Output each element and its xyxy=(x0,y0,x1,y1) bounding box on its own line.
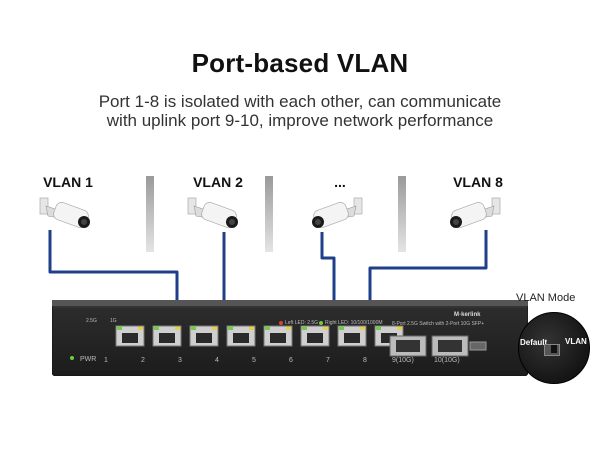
mode-default-label: Default xyxy=(520,338,548,347)
subtitle-line-1: Port 1-8 is isolated with each other, ca… xyxy=(98,92,502,111)
power-label: PWR xyxy=(80,356,97,363)
cable-vlan-ellipsis xyxy=(320,232,336,326)
rj45-ports xyxy=(115,325,404,347)
legend-right-text: Right LED: 10/100/1000M xyxy=(325,320,383,326)
port-label-6: 6 xyxy=(289,357,293,364)
page-subtitle: Port 1-8 is isolated with each other, ca… xyxy=(0,92,600,130)
security-camera-icon-1 xyxy=(39,197,90,228)
port-label-3: 3 xyxy=(178,357,182,364)
legend-right-led xyxy=(319,321,323,325)
security-camera-icon-4 xyxy=(450,197,501,228)
mode-switch-small xyxy=(469,341,487,351)
divider-1 xyxy=(146,176,154,252)
mode-vlan-label: VLAN xyxy=(565,337,587,346)
vlan-mode-title: VLAN Mode xyxy=(516,292,576,304)
port-label-1: 1 xyxy=(104,357,108,364)
security-camera-icon-2 xyxy=(187,197,238,228)
vlan-label-2: VLAN 2 xyxy=(193,174,243,190)
legend-left-text: Left LED: 2.5G xyxy=(285,320,319,326)
cable-vlan-1 xyxy=(48,230,179,326)
port-label-4: 4 xyxy=(215,357,219,364)
speed-1g-label: 1G xyxy=(110,318,117,324)
port-label-7: 7 xyxy=(326,357,330,364)
brand-logo: M◦kerlink xyxy=(454,312,481,318)
sfp-label-10: 10(10G) xyxy=(434,357,460,364)
divider-3 xyxy=(398,176,406,252)
speed-2-5g-label: 2.5G xyxy=(86,318,97,324)
port-label-5: 5 xyxy=(252,357,256,364)
port-leds xyxy=(117,327,402,330)
page-title: Port-based VLAN xyxy=(191,48,409,78)
power-led xyxy=(70,356,74,360)
sfp-ports xyxy=(389,335,469,357)
divider-2 xyxy=(265,176,273,252)
vlan-label-1: VLAN 1 xyxy=(43,174,93,190)
subtitle-line-2: with uplink port 9-10, improve network p… xyxy=(106,111,494,130)
model-text: 8-Port 2.5G Switch with 2-Port 10G SFP+ xyxy=(392,321,485,327)
legend-left-led xyxy=(279,321,283,325)
cable-vlan-8 xyxy=(368,230,488,326)
port-label-2: 2 xyxy=(141,357,145,364)
vlan-label-ellipsis: ... xyxy=(334,174,346,190)
vlan-label-8: VLAN 8 xyxy=(453,174,503,190)
vlan-mode-toggle-knob xyxy=(551,345,557,353)
security-camera-icon-3 xyxy=(312,197,363,228)
sfp-label-9: 9(10G) xyxy=(392,357,414,364)
network-switch xyxy=(52,300,528,376)
port-label-8: 8 xyxy=(363,357,367,364)
